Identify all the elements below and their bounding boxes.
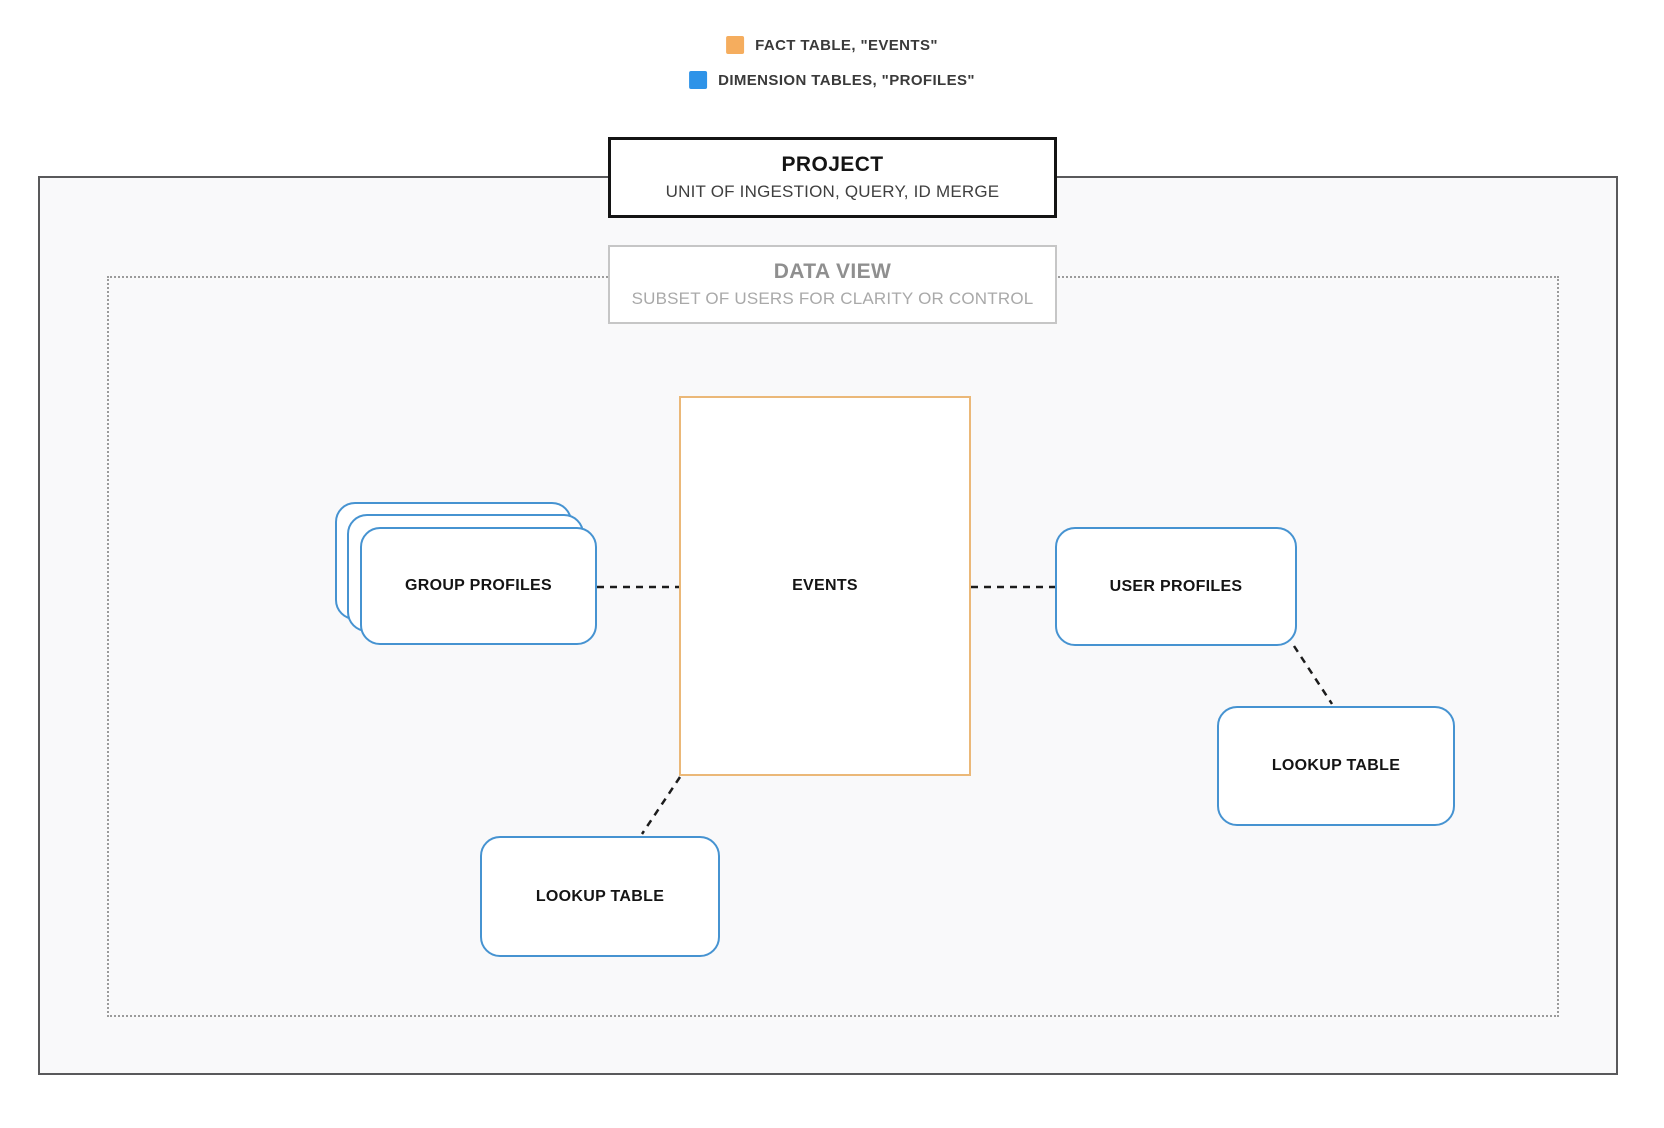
legend-item-dimension-tables: DIMENSION TABLES, "PROFILES" [689,71,975,89]
user-profiles-node: USER PROFILES [1055,527,1297,646]
project-subtitle: UNIT OF INGESTION, QUERY, ID MERGE [665,182,1000,201]
data-view-title: DATA VIEW [773,260,892,283]
lookup-table-right-node: LOOKUP TABLE [1217,706,1455,826]
dimension-tables-swatch-icon [689,71,708,89]
group-profiles-node: GROUP PROFILES [360,527,597,645]
lookup-table-right-label: LOOKUP TABLE [1271,757,1401,774]
project-title: PROJECT [781,153,884,176]
project-label-box: PROJECT UNIT OF INGESTION, QUERY, ID MER… [608,137,1057,218]
legend: FACT TABLE, "EVENTS" DIMENSION TABLES, "… [689,36,975,89]
events-node: EVENTS [679,396,971,776]
data-view-label-box: DATA VIEW SUBSET OF USERS FOR CLARITY OR… [608,245,1057,324]
legend-dimension-tables-label: DIMENSION TABLES, "PROFILES" [718,71,975,89]
data-view-subtitle: SUBSET OF USERS FOR CLARITY OR CONTROL [631,289,1034,308]
lookup-table-bottom-node: LOOKUP TABLE [480,836,720,957]
fact-table-swatch-icon [726,36,745,54]
group-profiles-label: GROUP PROFILES [404,577,553,594]
legend-fact-table-label: FACT TABLE, "EVENTS" [755,36,938,54]
legend-item-fact-table: FACT TABLE, "EVENTS" [726,36,938,54]
user-profiles-label: USER PROFILES [1109,577,1243,595]
lookup-table-bottom-label: LOOKUP TABLE [535,887,665,905]
events-label: EVENTS [792,577,858,594]
